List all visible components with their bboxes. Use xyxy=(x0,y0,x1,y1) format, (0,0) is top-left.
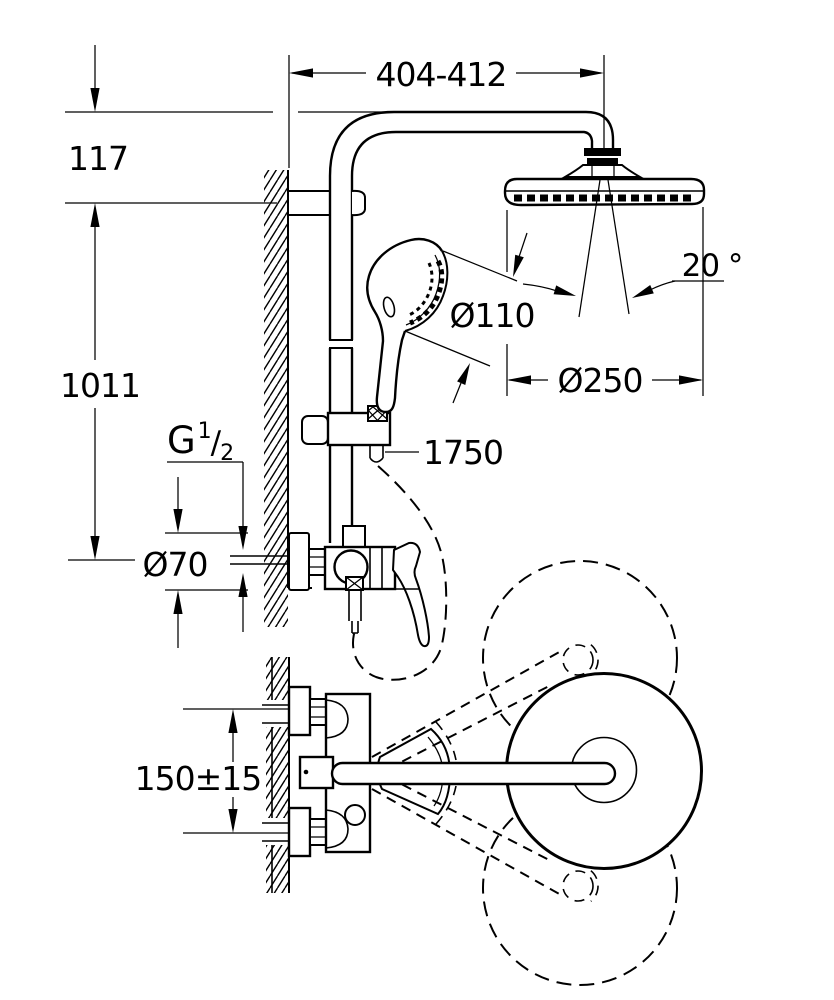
riser-union-nut xyxy=(342,525,366,548)
head-shower-nut xyxy=(587,158,618,165)
ext-line xyxy=(442,250,518,282)
holder-hose-stub xyxy=(369,445,384,463)
arrowhead-up xyxy=(228,709,238,733)
fan-echo-arc xyxy=(435,721,457,761)
arrowhead-down xyxy=(173,509,183,533)
dim-hand-shower-label: Ø110 xyxy=(450,296,535,335)
wall-lower xyxy=(262,657,292,893)
spray-cone-line xyxy=(578,179,601,318)
arrowhead xyxy=(457,363,470,385)
arrowhead-right xyxy=(679,375,703,385)
rail-joint-gap xyxy=(328,340,354,348)
holder-knob xyxy=(301,415,329,445)
dim-head-drop-label: 117 xyxy=(68,139,128,178)
swivel-arm-line xyxy=(371,788,562,896)
dim-arm-reach: 404-412 xyxy=(288,55,605,168)
swivel-cap-arc xyxy=(590,644,599,676)
hand-shower-nozzles xyxy=(408,262,434,317)
union-nut xyxy=(309,698,327,726)
arrowhead-up xyxy=(238,573,248,597)
dim-spray-angle-label: 20 ° xyxy=(682,248,743,284)
thread-numerator: 1 xyxy=(198,419,211,444)
arrowhead-down xyxy=(90,88,100,112)
dim-riser-height: 1011 xyxy=(60,203,141,561)
hose-outlet-stub xyxy=(348,590,362,634)
spray-cone-line xyxy=(607,179,630,315)
fan-echo-arc xyxy=(435,785,457,825)
swivel-arms xyxy=(371,644,599,902)
escutcheon-side xyxy=(288,532,310,591)
mixer-valve-side xyxy=(288,525,431,648)
hand-shower-body xyxy=(366,237,444,414)
swivel-cap-arc xyxy=(590,870,599,902)
connection-dome xyxy=(325,699,349,739)
thread-slash: / xyxy=(211,425,222,461)
cartridge-cap xyxy=(344,804,366,826)
arrowhead-down xyxy=(238,526,248,550)
thread-prefix: G xyxy=(167,419,195,462)
escutcheon-top-view xyxy=(287,685,312,737)
arrow-shaft xyxy=(452,382,462,404)
top-view xyxy=(287,560,703,986)
swivel-arm-cap-upper xyxy=(562,644,594,676)
pipe-inner xyxy=(350,130,594,543)
dim-hose-length-label: 1750 xyxy=(423,433,503,472)
head-shower-dome xyxy=(561,164,644,178)
arrowhead xyxy=(513,254,524,277)
dim-head-shower-label: Ø250 xyxy=(558,361,643,400)
arrow-shaft xyxy=(518,232,528,258)
leader-line xyxy=(649,280,676,291)
ext-line xyxy=(404,330,491,367)
union-nut xyxy=(309,818,327,846)
shower-pipe xyxy=(288,110,615,543)
escutcheon-top-view xyxy=(287,806,312,858)
hand-shower-face-outer xyxy=(404,250,449,332)
arrowhead xyxy=(553,285,576,296)
shower-hose xyxy=(352,465,448,681)
dim-riser-height-label: 1011 xyxy=(60,366,140,405)
swivel-arm-cap-lower xyxy=(562,870,594,902)
bracket-clamp xyxy=(351,189,367,217)
pipe-outer xyxy=(328,110,615,543)
wall-upper-hatch xyxy=(264,170,288,627)
wall-lower-hatch xyxy=(266,657,289,893)
leader-line xyxy=(522,283,558,292)
dim-hand-shower: Ø110 xyxy=(404,232,535,404)
arrowhead-up xyxy=(173,590,183,614)
shower-arm-top-view xyxy=(330,761,617,786)
dim-head-drop: 117 xyxy=(65,45,386,204)
head-shower xyxy=(503,148,706,318)
arrowhead-up xyxy=(90,203,100,227)
dim-head-shower: Ø250 xyxy=(506,207,704,400)
arrowhead-down xyxy=(90,536,100,560)
base-plate-dot xyxy=(303,769,309,775)
arrowhead-down xyxy=(228,809,238,833)
shower-rail-holder xyxy=(301,411,392,463)
dim-inlet-spacing-label: 150±15 xyxy=(135,759,262,798)
head-shower-nut xyxy=(584,148,621,156)
thread-denominator: 2 xyxy=(220,441,233,466)
swivel-arm-line xyxy=(371,650,562,758)
valve-lever xyxy=(391,541,431,648)
swivel-position-lower xyxy=(482,790,678,986)
dim-hose-length: 1750 xyxy=(385,433,504,472)
hand-shower-nozzles xyxy=(409,259,445,326)
dim-arm-reach-label: 404-412 xyxy=(376,55,507,94)
arrowhead xyxy=(632,285,654,298)
dim-spray-angle: 20 ° xyxy=(522,248,743,298)
dim-escutcheon-label: Ø70 xyxy=(143,545,208,584)
connection-dome xyxy=(325,809,349,849)
hand-shower-button xyxy=(382,296,396,318)
union-nut xyxy=(308,548,326,576)
dim-inlet-spacing: 150±15 xyxy=(135,708,290,834)
dim-escutcheon: Ø70 xyxy=(143,477,290,648)
wall-upper xyxy=(264,170,312,627)
hand-shower xyxy=(366,237,449,422)
outlet-cross xyxy=(345,576,364,591)
